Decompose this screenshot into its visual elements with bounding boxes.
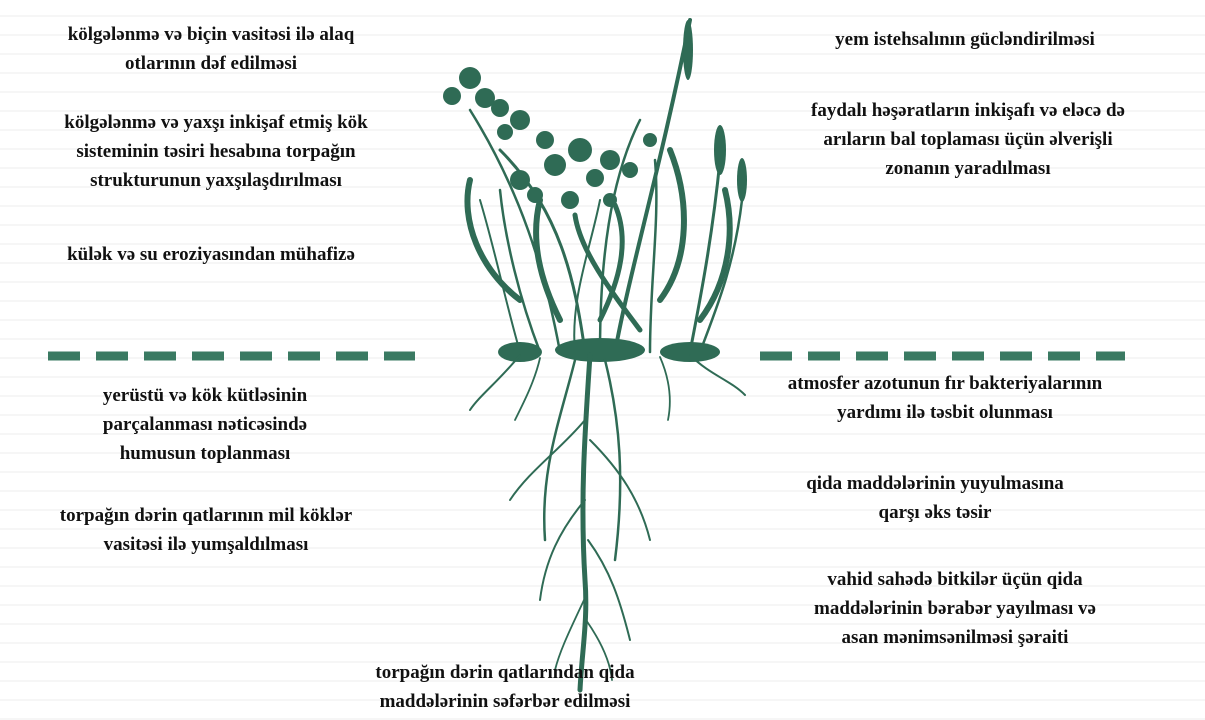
feed-production-label: yem istehsalının gücləndirilməsi bbox=[745, 25, 1185, 54]
soil-structure-label: kölgələnmə və yaxşı inkişaf etmiş kök si… bbox=[6, 108, 426, 195]
beneficial-insects-label: faydalı həşəratların inkişafı və eləcə d… bbox=[738, 96, 1198, 183]
flower-clusters bbox=[443, 20, 747, 209]
erosion-protection-label: külək və su eroziyasından mühafizə bbox=[6, 240, 416, 269]
deep-loosening-label: torpağın dərin qatlarının mil köklər vas… bbox=[6, 501, 406, 559]
plant-base bbox=[498, 338, 720, 362]
leaching-label: qida maddələrinin yuyulmasına qarşı əks … bbox=[745, 469, 1125, 527]
plant-shoots bbox=[467, 20, 742, 352]
nitrogen-fixation-label: atmosfer azotunun fır bakteriyalarının y… bbox=[730, 369, 1160, 427]
humus-label: yerüstü və kök kütləsinin parçalanması n… bbox=[40, 381, 370, 468]
nutrient-mobilization-label: torpağın dərin qatlarından qida maddələr… bbox=[300, 658, 710, 716]
nutrient-distribution-label: vahid sahədə bitkilər üçün qida maddələr… bbox=[755, 565, 1155, 652]
root-system bbox=[470, 355, 745, 690]
weeds-label: kölgələnmə və biçin vasitəsi ilə alaq ot… bbox=[6, 20, 416, 78]
